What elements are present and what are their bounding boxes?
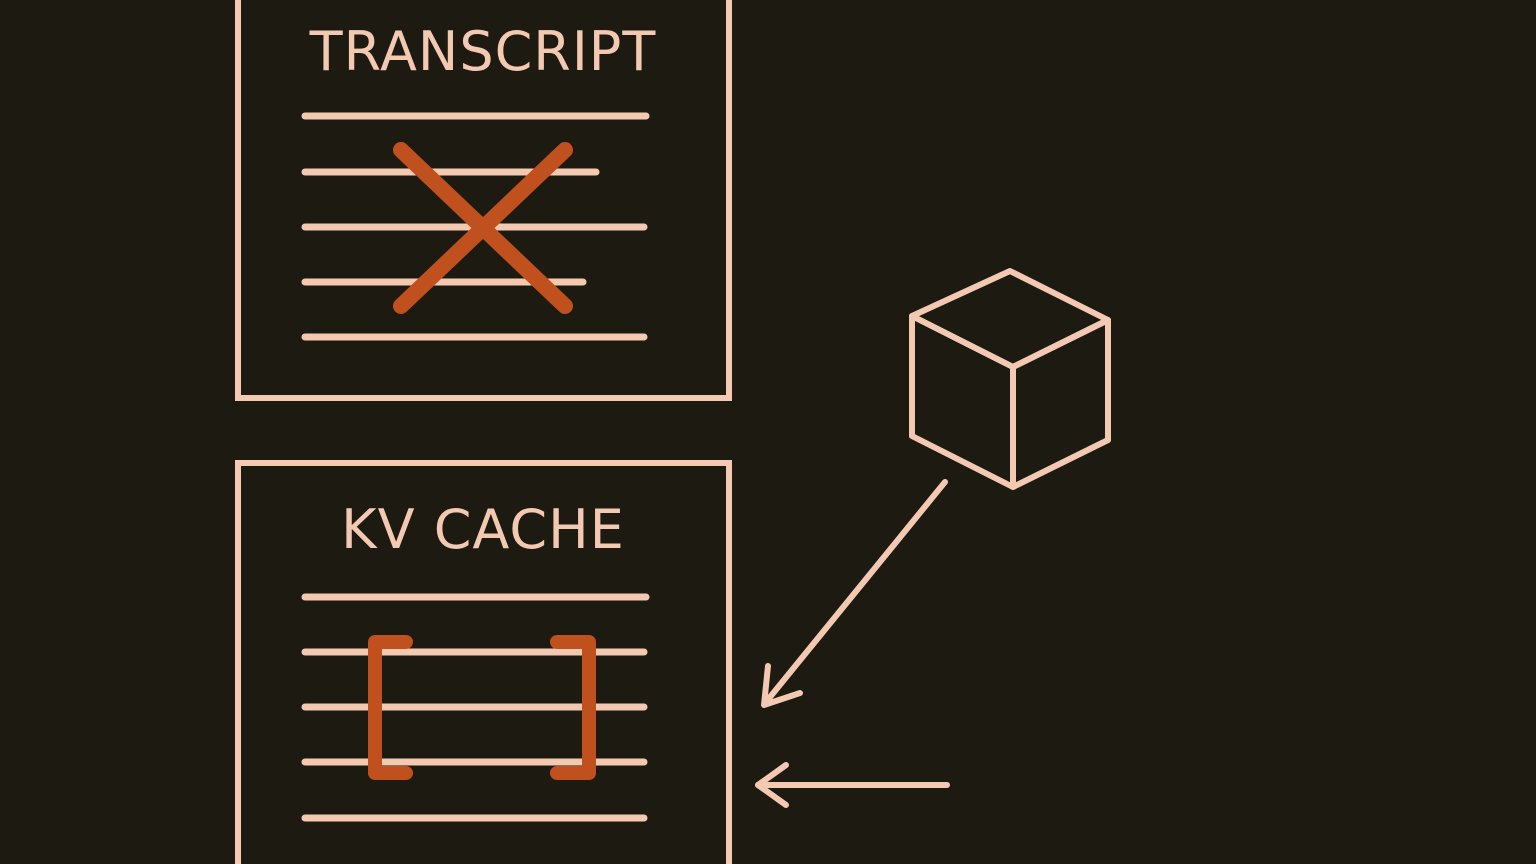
selection-bracket-icon (368, 635, 596, 780)
transcript-text-lines (301, 112, 650, 341)
cube-icon (909, 268, 1111, 490)
transcript-panel-frame (235, 0, 732, 401)
kv-cache-panel-frame (235, 460, 732, 864)
right-bracket (550, 635, 596, 780)
arrow-icon (755, 762, 950, 808)
diagonal-arrow-head (761, 663, 803, 708)
arrow-icon (761, 479, 948, 708)
kv-cache-panel: KV CACHE (235, 460, 732, 864)
transcript-panel: TRANSCRIPT (235, 0, 732, 401)
transcript-title: TRANSCRIPT (309, 20, 657, 83)
kv-cache-title: KV CACHE (341, 498, 625, 561)
diagonal-arrow-shaft (763, 479, 948, 705)
left-bracket (368, 635, 413, 780)
horizontal-arrow-head (755, 762, 789, 808)
cross-mark-icon (393, 142, 573, 314)
